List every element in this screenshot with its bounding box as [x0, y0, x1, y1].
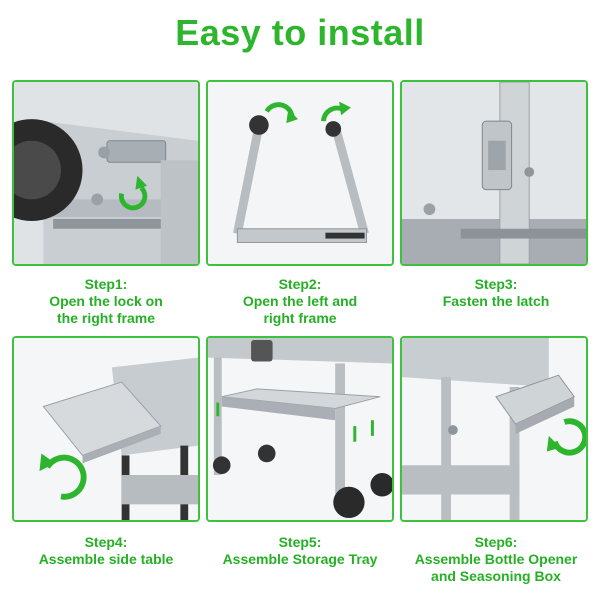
step3-label: Step3: [474, 276, 518, 292]
page-title: Easy to install [175, 12, 425, 53]
step1-line1: Open the lock on [49, 293, 163, 309]
step2-line2: right frame [263, 310, 337, 326]
step3-line1: Fasten the latch [442, 293, 550, 309]
step5-image [206, 336, 394, 522]
step2-caption: Step2: Open the left and right frame [202, 276, 398, 327]
rotate-arrow-icon [44, 454, 87, 500]
step5-illustration [208, 338, 392, 520]
step3-caption: Step3: Fasten the latch [398, 276, 594, 310]
step4-image [12, 336, 200, 522]
step6-label: Step6: [474, 534, 518, 550]
step1-line2: the right frame [56, 310, 155, 326]
step1-label: Step1: [84, 276, 128, 292]
step3-illustration [402, 82, 586, 264]
step1-caption: Step1: Open the lock on the right frame [8, 276, 204, 327]
step2-image [206, 80, 394, 266]
rotate-arrow-icon [118, 185, 148, 211]
step6-caption: Step6: Assemble Bottle Opener and Season… [398, 534, 594, 585]
step4-label: Step4: [84, 534, 128, 550]
step1-image [12, 80, 200, 266]
step6-line2: and Seasoning Box [431, 568, 561, 584]
step5-label: Step5: [278, 534, 322, 550]
step1-illustration [14, 82, 198, 264]
step4-illustration [14, 338, 198, 520]
step2-label: Step2: [278, 276, 322, 292]
step6-line1: Assemble Bottle Opener [414, 551, 578, 567]
step3-image [400, 80, 588, 266]
step2-line1: Open the left and [242, 293, 358, 309]
rotate-arrow-icon [551, 418, 586, 456]
step5-caption: Step5: Assemble Storage Tray [202, 534, 398, 568]
wheel-icon [257, 444, 276, 463]
wheel-icon [249, 115, 269, 135]
step6-image [400, 336, 588, 522]
step4-line1: Assemble side table [38, 551, 174, 567]
step6-illustration [402, 338, 586, 520]
step2-illustration [208, 82, 392, 264]
step5-line1: Assemble Storage Tray [222, 551, 378, 567]
step4-caption: Step4: Assemble side table [8, 534, 204, 568]
